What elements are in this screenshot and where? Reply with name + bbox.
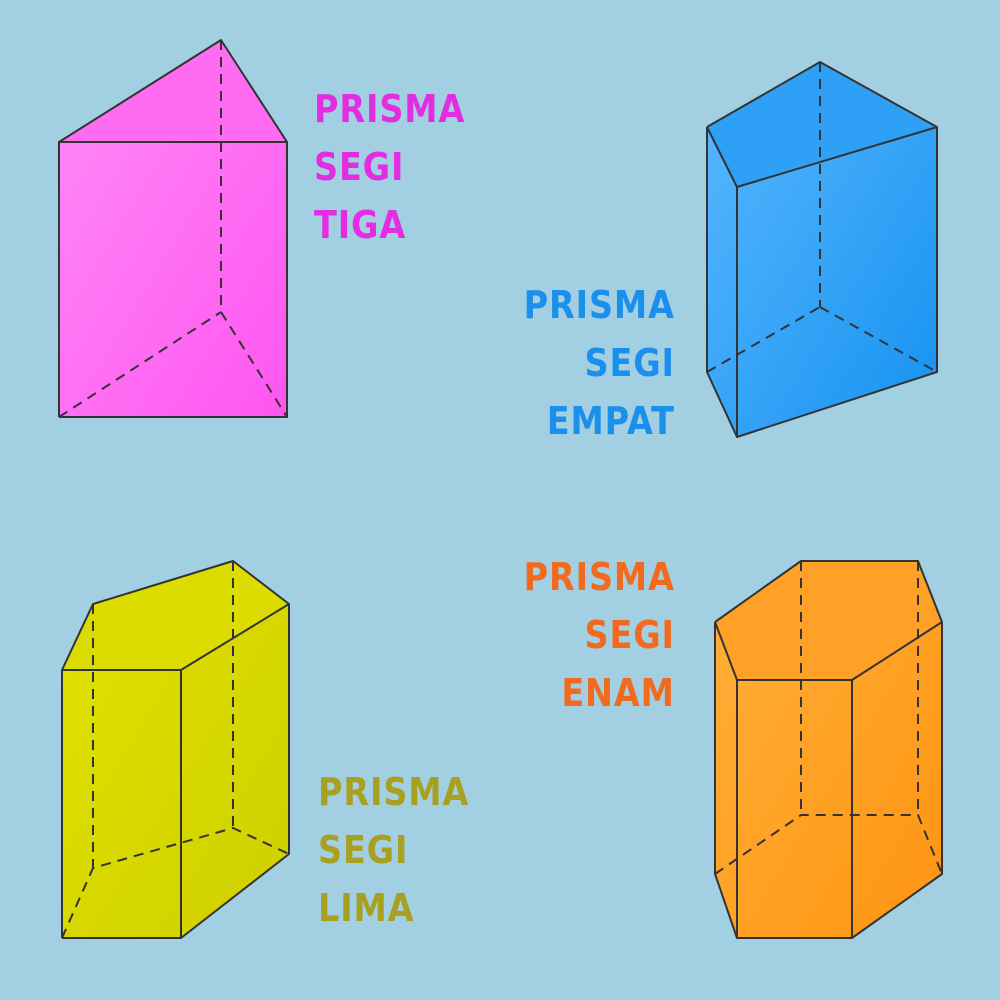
hexagonal-prism-hidden-bottom-edges <box>714 814 943 875</box>
quadrilateral-prism-hidden-bottom-left <box>706 306 821 373</box>
label-line: SEGI <box>314 145 405 189</box>
label-line: PRISMA <box>314 87 466 131</box>
hexagonal-prism <box>714 560 943 939</box>
label-line: SEGI <box>584 613 675 657</box>
label-line: PRISMA <box>523 555 675 599</box>
label-line: PRISMA <box>318 770 470 814</box>
pentagonal-prism-top-right-edge <box>180 603 290 671</box>
quadrilateral-prism-hidden-bottom-right <box>819 306 938 373</box>
pentagonal-prism-hidden-bottom-edges <box>61 826 290 939</box>
quadrilateral-prism-top-front-right <box>736 126 938 188</box>
label-line: TIGA <box>314 203 407 247</box>
quadrilateral-prism-top-front-left <box>706 126 738 188</box>
triangular-prism-hidden-bottom-right-edge <box>220 311 288 418</box>
pentagonal-prism-outline <box>61 560 290 939</box>
triangular-prism-visible-edges <box>58 39 288 418</box>
label-line: SEGI <box>318 828 409 872</box>
label-line: EMPAT <box>546 399 675 443</box>
label-triangular-prism: PRISMA SEGI TIGA <box>314 80 465 254</box>
label-hexagonal-prism: PRISMA SEGI ENAM <box>524 548 675 722</box>
quadrilateral-prism-top-face <box>707 62 937 187</box>
label-line: SEGI <box>584 341 675 385</box>
label-pentagonal-prism: PRISMA SEGI LIMA <box>318 763 469 937</box>
label-quadrilateral-prism: PRISMA SEGI EMPAT <box>524 276 675 450</box>
label-line: PRISMA <box>523 283 675 327</box>
triangular-prism <box>58 39 288 418</box>
label-line: LIMA <box>318 886 415 930</box>
triangular-prism-hidden-bottom-left-edge <box>58 311 222 418</box>
hexagonal-prism-outline <box>714 560 943 939</box>
pentagonal-prism-top-face <box>62 561 289 670</box>
pentagonal-prism <box>61 560 290 939</box>
label-line: ENAM <box>561 671 675 715</box>
triangular-prism-top-face <box>59 40 287 142</box>
hexagonal-prism-top-face <box>715 561 942 680</box>
quadrilateral-prism <box>706 61 938 438</box>
hexagonal-prism-top-front-edges <box>714 621 943 681</box>
